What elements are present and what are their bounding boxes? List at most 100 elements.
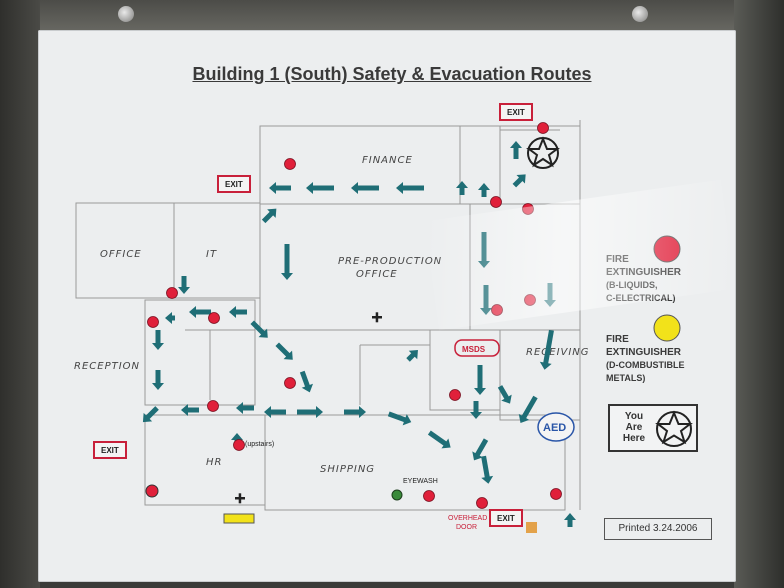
page-title: Building 1 (South) Safety & Evacuation R… [192,64,592,84]
fire-extinguisher-icon [284,377,296,389]
fire-extinguisher-icon [449,389,461,401]
evacuation-arrow-icon [512,174,526,188]
room-label-office: OFFICE [100,249,142,260]
fire-extinguisher-icon [490,196,502,208]
exit-sign-finance: EXIT [217,175,251,193]
legend-fire-ext-2: FIRE EXTINGUISHER (D-COMBUSTIBLE METALS) [606,333,685,385]
room-label-shipping: SHIPPING [320,464,375,475]
printed-date: Printed 3.24.2006 [604,518,712,540]
fire-extinguisher-icon [166,287,178,299]
evacuation-arrow-icon [178,276,190,294]
evacuation-arrow-icon [261,208,277,224]
mount-screw-right [632,6,648,22]
evacuation-arrow-icon [306,182,334,194]
exit-sign-top: EXIT [499,103,533,121]
evacuation-arrow-icon [165,312,175,324]
fire-extinguisher-icon [284,158,296,170]
fire-extinguisher-icon [550,488,562,500]
you-are-here-line1: You [624,411,644,422]
msds-room-walls [429,329,501,411]
fire-extinguisher-icon [208,312,220,324]
evacuation-arrow-icon [539,329,554,370]
evacuation-arrow-icon [297,406,323,418]
evacuation-arrow-icon [510,141,522,159]
evacuation-arrow-icon [472,438,489,461]
floor-plan-walls [75,120,581,511]
legend-fire-ext-2-line2: EXTINGUISHER [606,347,682,358]
evacuation-arrow-icon [478,232,490,268]
room-label-preproduction: PRE-PRODUCTION [338,256,442,267]
evacuation-arrow-icon [481,455,494,484]
evacuation-arrow-icon [275,342,293,360]
evacuation-arrow-icon [264,406,286,418]
evacuation-arrow-icon [181,404,199,416]
fire-extinguisher-icon [147,316,159,328]
room-label-hr: HR [206,457,222,468]
evacuation-arrow-icon [269,182,291,194]
fire-extinguisher-icon [423,490,435,502]
evacuation-arrow-icon [250,320,268,338]
evacuation-arrow-icon [478,183,490,197]
legend-fire-ext-2-line3: (D-COMBUSTIBLE [606,360,685,370]
alarm-icon [145,484,159,498]
legend-fire-ext-1: FIRE EXTINGUISHER (B-LIQUIDS, C-ELECTRIC… [606,253,681,305]
evacuation-arrow-icon [518,395,538,423]
evacuation-arrow-icon [427,430,451,449]
fire-extinguisher-icon [233,439,245,451]
evacuation-arrow-icon [281,244,293,280]
exit-sign-shipping: EXIT [489,509,523,527]
evacuation-arrow-icon [564,513,576,527]
legend-fire-ext-2-line1: FIRE [606,334,629,345]
hr-room-walls [144,414,266,506]
receiving-walls [499,329,581,421]
evacuation-arrow-icon [456,181,468,195]
fire-extinguisher-icon [476,497,488,509]
wall-left [0,0,40,588]
you-are-here-text: You Are Here [620,411,648,444]
evacuation-arrow-icon [544,283,556,307]
fire-extinguisher-icon [524,294,536,306]
evacuation-arrow-icon [299,370,314,393]
evacuation-arrow-icon [152,370,164,390]
class-d-extinguisher-icon [223,513,255,524]
legend-fire-ext-1-line4: C-ELECTRICAL) [606,293,676,303]
evacuation-arrow-icon [497,385,512,404]
shipping-walls [264,414,566,511]
evacuation-arrow-icon [351,182,379,194]
overhead-door-label-2: DOOR [456,524,477,531]
room-label-reception: RECEPTION [74,361,140,372]
fire-extinguisher-icon [207,400,219,412]
legend-you-are-here: You Are Here [608,404,698,452]
msds-station: MSDS [454,339,500,357]
aed-station: AED [537,412,575,442]
eyewash-icon [391,489,403,501]
mount-screw-left [118,6,134,22]
storage-box-icon [526,522,537,533]
evacuation-arrow-icon [236,402,254,414]
evacuation-arrow-icon [480,285,492,315]
evacuation-arrow-icon [396,182,424,194]
room-label-receiving: RECEIVING [526,347,590,358]
svg-text:EXIT: EXIT [507,108,525,117]
room-label-finance: FINANCE [362,155,413,166]
legend-fire-ext-1-line3: (B-LIQUIDS, [606,280,658,290]
exit-sign-reception: EXIT [93,441,127,459]
legend-star-icon [655,410,693,447]
evacuation-arrow-icon [344,406,366,418]
evacuation-arrow-icon [229,306,247,318]
fire-extinguisher-icon [491,304,503,316]
room-label-preproduction-office: OFFICE [356,269,398,280]
eyewash-label: EYEWASH [403,478,438,485]
finance-room-walls [259,125,581,205]
wall-right [734,0,784,588]
evacuation-arrow-icon [142,406,159,423]
evacuation-arrow-icon [406,350,418,362]
svg-text:EXIT: EXIT [497,514,515,523]
svg-text:MSDS: MSDS [462,345,486,354]
first-aid-cross-icon [235,312,382,504]
evacuation-arrow-icon [189,306,211,318]
overhead-door-label: OVERHEAD [448,515,487,522]
room-label-it: IT [206,249,217,260]
evacuation-arrow-icon [152,330,164,350]
evacuation-arrow-icon [470,401,482,419]
